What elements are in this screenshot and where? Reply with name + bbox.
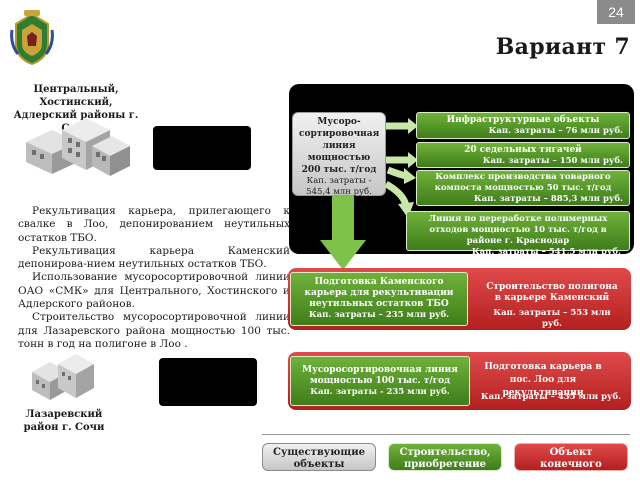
region-label-lazarevsky: Лазаревский район г. Сочи: [23, 409, 105, 433]
infrastructure-cost: Кап. затраты – 76 млн руб.: [488, 126, 623, 136]
buildings-icon-small: [32, 354, 94, 400]
description-line-4: Строительство мусоросортировочной линии …: [18, 311, 290, 350]
sorting-line-card: Мусоро-сортировочная линия мощностью 200…: [292, 112, 386, 197]
legend-divider: [262, 434, 630, 435]
legend-existing: Существующие объекты: [262, 443, 376, 471]
kamensky-prep-title: Подготовка Каменского карьера для рекуль…: [304, 277, 454, 309]
coat-of-arms-icon: [10, 10, 54, 66]
legend-final: Объект конечного обезвреживания: [514, 443, 628, 482]
tractors-title: 20 седельных тягачей: [464, 145, 582, 155]
description-line-2: Рекультивация карьера Каменский депониро…: [18, 244, 290, 271]
infrastructure-card: Инфраструктурные объекты Кап. затраты – …: [416, 112, 630, 139]
description-line-3: Использование мусоросортировочной линии …: [18, 271, 290, 311]
flow-arrows: [384, 118, 418, 218]
loo-line-title: Мусоросортировочная линия мощностью 100 …: [302, 365, 458, 386]
loo-prep-title: Подготовка карьера в пос. Лоо для рекуль…: [484, 362, 602, 398]
compost-cost: Кап. затраты – 885,3 млн руб.: [473, 194, 623, 204]
kamensky-build-cost: Кап. затраты – 553 млн руб.: [493, 308, 611, 329]
sorting-line-title: Мусоро-сортировочная линия мощностью 200…: [299, 117, 380, 175]
kamensky-prep-card: Подготовка Каменского карьера для рекуль…: [290, 272, 468, 326]
loo-line-cost: Кап. затраты - 235 млн руб.: [310, 387, 450, 397]
legend-construction: Строительство, приобретение: [388, 443, 502, 471]
description-line-1: Рекультивация карьера, прилегающего к св…: [18, 205, 290, 244]
tractors-cost: Кап. затраты – 150 млн руб.: [482, 156, 623, 166]
compost-card: Комплекс производства товарного компоста…: [416, 170, 630, 206]
kamensky-build-title: Строительство полигона в карьере Каменск…: [486, 282, 618, 303]
description-text: Рекультивация карьера, прилегающего к св…: [18, 205, 290, 351]
loo-sorting-line-card: Мусоросортировочная линия мощностью 100 …: [290, 356, 470, 406]
polymer-line-cost: Кап. затраты – 541,5 млн руб.: [471, 247, 621, 257]
slide-title: Вариант 7: [495, 34, 630, 60]
black-placeholder-top: [153, 126, 251, 170]
kamensky-prep-cost: Кап. затраты – 235 млн руб.: [308, 310, 450, 320]
down-arrow: [320, 196, 366, 270]
compost-title: Комплекс производства товарного компоста…: [434, 172, 612, 193]
polymer-line-title: Линия по переработке полимерных отходов …: [428, 214, 608, 246]
loo-prep-cost: Кап. затраты – 435 млн руб.: [480, 392, 622, 402]
page-number: 24: [597, 0, 635, 24]
infrastructure-title: Инфраструктурные объекты: [446, 115, 600, 125]
black-placeholder-bottom: [159, 358, 257, 406]
buildings-icon: [26, 118, 130, 176]
tractors-card: 20 седельных тягачей Кап. затраты – 150 …: [416, 142, 630, 168]
polymer-line-card: Линия по переработке полимерных отходов …: [406, 211, 630, 257]
sorting-line-cost: Кап. затраты - 545,4 млн руб.: [306, 176, 372, 197]
